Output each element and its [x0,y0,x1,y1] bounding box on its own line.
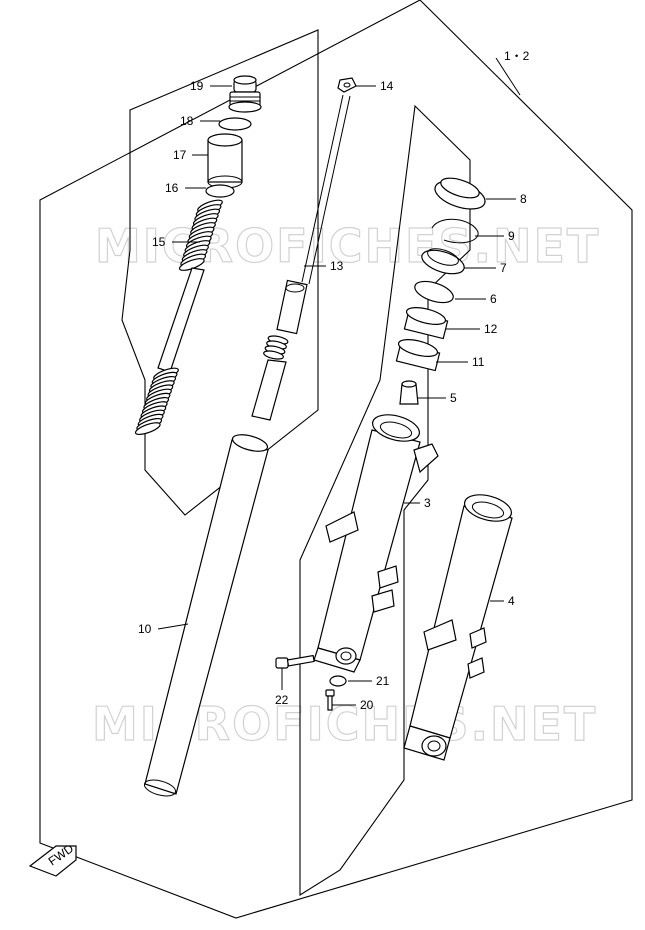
outer-tube-4 [403,494,513,761]
callout-22: 22 [275,693,289,707]
inner-tube-10 [143,434,269,797]
washer-6 [414,280,454,304]
callout-assembly: 1・2 [504,49,530,63]
nut-14 [337,77,357,93]
bolt-22 [275,654,315,669]
damper-frame [121,29,319,516]
spacer-17 [207,133,243,189]
callouts: 1・2 19 18 17 16 15 14 13 10 8 9 7 6 12 1… [138,49,530,712]
bushing-11 [395,339,441,372]
oil-lock-5 [399,380,419,405]
callout-13: 13 [330,259,344,273]
leader-lines [157,57,521,706]
o-ring-18 [218,117,252,131]
callout-11: 11 [472,355,485,369]
clip-9 [431,218,479,244]
outer-tube-3 [313,414,439,673]
callout-18: 18 [180,114,194,128]
callout-5: 5 [450,391,457,405]
callout-17: 17 [173,148,187,162]
assembly-frame [39,0,633,919]
spacer-7 [421,248,465,275]
spring-15 [134,199,223,436]
screw-20 [325,689,335,711]
callout-21: 21 [376,674,390,688]
damper-rod-13 [251,94,351,421]
callout-14: 14 [380,79,394,93]
oil-seal-8 [434,177,486,210]
callout-15: 15 [152,235,166,249]
watermark-top: MICROFICHES.NET [95,219,600,273]
callout-4: 4 [508,594,515,608]
washer-16 [205,184,235,198]
callout-19: 19 [190,79,204,93]
fwd-arrow-icon: FWD [28,841,77,877]
callout-16: 16 [165,181,179,195]
callout-12: 12 [484,322,498,336]
callout-7: 7 [500,261,507,275]
outer-tube-frame [299,104,471,896]
callout-3: 3 [424,496,431,510]
cap-bolt-19 [228,75,262,113]
callout-6: 6 [490,292,497,306]
washer-21 [329,675,347,687]
callout-9: 9 [508,229,515,243]
callout-10: 10 [138,622,152,636]
bushing-12 [403,307,449,340]
callout-8: 8 [520,192,527,206]
callout-20: 20 [360,698,374,712]
